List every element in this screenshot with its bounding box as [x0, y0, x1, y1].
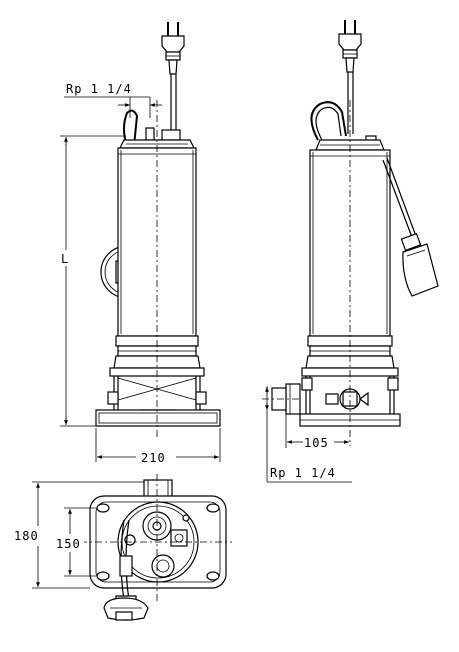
float-switch-top — [103, 519, 149, 621]
dimension-length: L — [60, 135, 126, 427]
offset-label: 105 — [304, 436, 329, 450]
dimension-width-210: 210 — [95, 428, 221, 465]
rp-top-label: Rp 1 1/4 — [66, 82, 132, 96]
power-cable-front — [170, 74, 177, 138]
cable-gland-top — [151, 554, 175, 578]
height-inner-label: 150 — [56, 537, 81, 551]
float-switch-side — [382, 157, 439, 297]
dimension-offset-105: 105 — [285, 414, 349, 450]
side-view: 105 Rp 1 1/4 — [262, 20, 439, 483]
front-view: Rp 1 1/4 L 210 — [60, 22, 221, 465]
top-view: 180 150 — [14, 474, 232, 621]
dimension-height-150: 150 — [54, 507, 96, 577]
rp-side-label: Rp 1 1/4 — [270, 466, 336, 480]
dimension-rp-side: Rp 1 1/4 — [265, 386, 352, 483]
length-label: L — [61, 252, 69, 266]
mount-hole-tl — [96, 503, 110, 513]
power-cable-side — [347, 72, 354, 134]
width-label: 210 — [141, 451, 166, 465]
power-plug-front — [161, 22, 185, 75]
height-outer-label: 180 — [14, 529, 39, 543]
mount-hole-bl — [96, 571, 110, 581]
mount-hole-br — [206, 571, 220, 581]
dimension-height-180: 180 — [14, 481, 144, 589]
cable-loop-side — [310, 101, 347, 141]
pump-frame-front — [95, 367, 221, 427]
top-fittings-front — [119, 127, 195, 149]
mount-hole-tr — [206, 503, 220, 513]
dimension-rp-top: Rp 1 1/4 — [64, 82, 162, 118]
terminal-box-top — [170, 529, 188, 547]
power-plug-side — [338, 20, 362, 73]
